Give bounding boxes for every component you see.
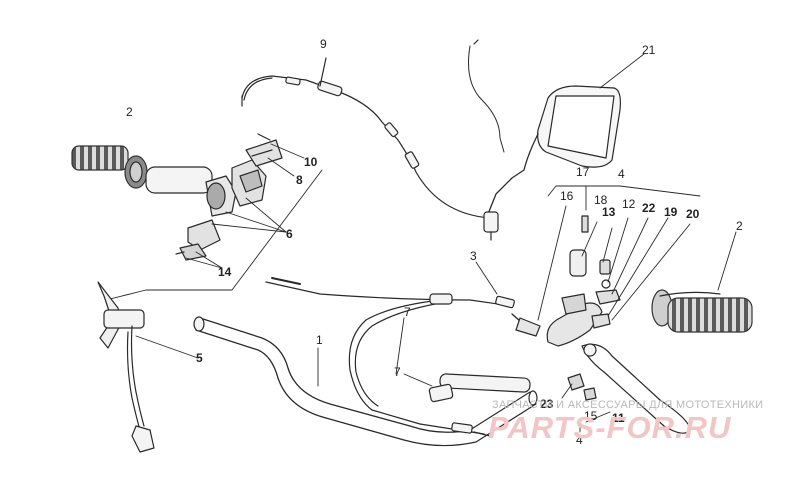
callout-2-right: 2 xyxy=(736,219,743,233)
callout-8: 8 xyxy=(296,173,303,187)
callout-4-bottom: 4 xyxy=(576,433,583,447)
callout-6: 6 xyxy=(286,227,293,241)
callout-17: 17 xyxy=(576,165,590,179)
handlebar xyxy=(193,316,538,447)
leader-lines-right xyxy=(317,185,701,433)
callout-14: 14 xyxy=(218,265,232,279)
callout-18: 18 xyxy=(594,193,608,207)
callout-16: 16 xyxy=(560,189,574,203)
callout-2-left: 2 xyxy=(126,105,133,119)
callout-1: 1 xyxy=(316,333,323,347)
throttle-cable xyxy=(241,57,491,219)
callout-23: 23 xyxy=(540,397,554,411)
callout-19: 19 xyxy=(664,205,678,219)
watermark-caption: ЗАПЧАСТИ И АКСЕССУАРЫ ДЛЯ МОТОТЕХНИКИ xyxy=(492,399,764,411)
callout-9: 9 xyxy=(320,37,327,51)
callout-5: 5 xyxy=(196,351,203,365)
left-switch xyxy=(97,281,199,453)
callout-3: 3 xyxy=(470,249,477,263)
left-grip xyxy=(71,145,213,194)
callout-7-top: 7 xyxy=(404,305,411,319)
clutch-lever xyxy=(546,215,691,434)
throttle-housing xyxy=(175,133,283,261)
mirror xyxy=(468,39,645,241)
callout-13: 13 xyxy=(602,205,616,219)
callout-7-left: 7 xyxy=(394,365,401,379)
leader-lines-left xyxy=(105,143,323,301)
cables xyxy=(265,261,541,437)
callout-4-top: 4 xyxy=(618,167,625,181)
callout-11: 11 xyxy=(612,411,625,425)
callout-21: 21 xyxy=(642,43,656,57)
watermark-logo: PARTS-FOR.RU xyxy=(488,410,732,445)
callout-22: 22 xyxy=(642,201,656,215)
callout-20: 20 xyxy=(686,207,700,221)
right-grip xyxy=(651,231,753,333)
callout-15: 15 xyxy=(584,409,598,423)
callout-12: 12 xyxy=(622,197,636,211)
callout-10: 10 xyxy=(304,155,318,169)
